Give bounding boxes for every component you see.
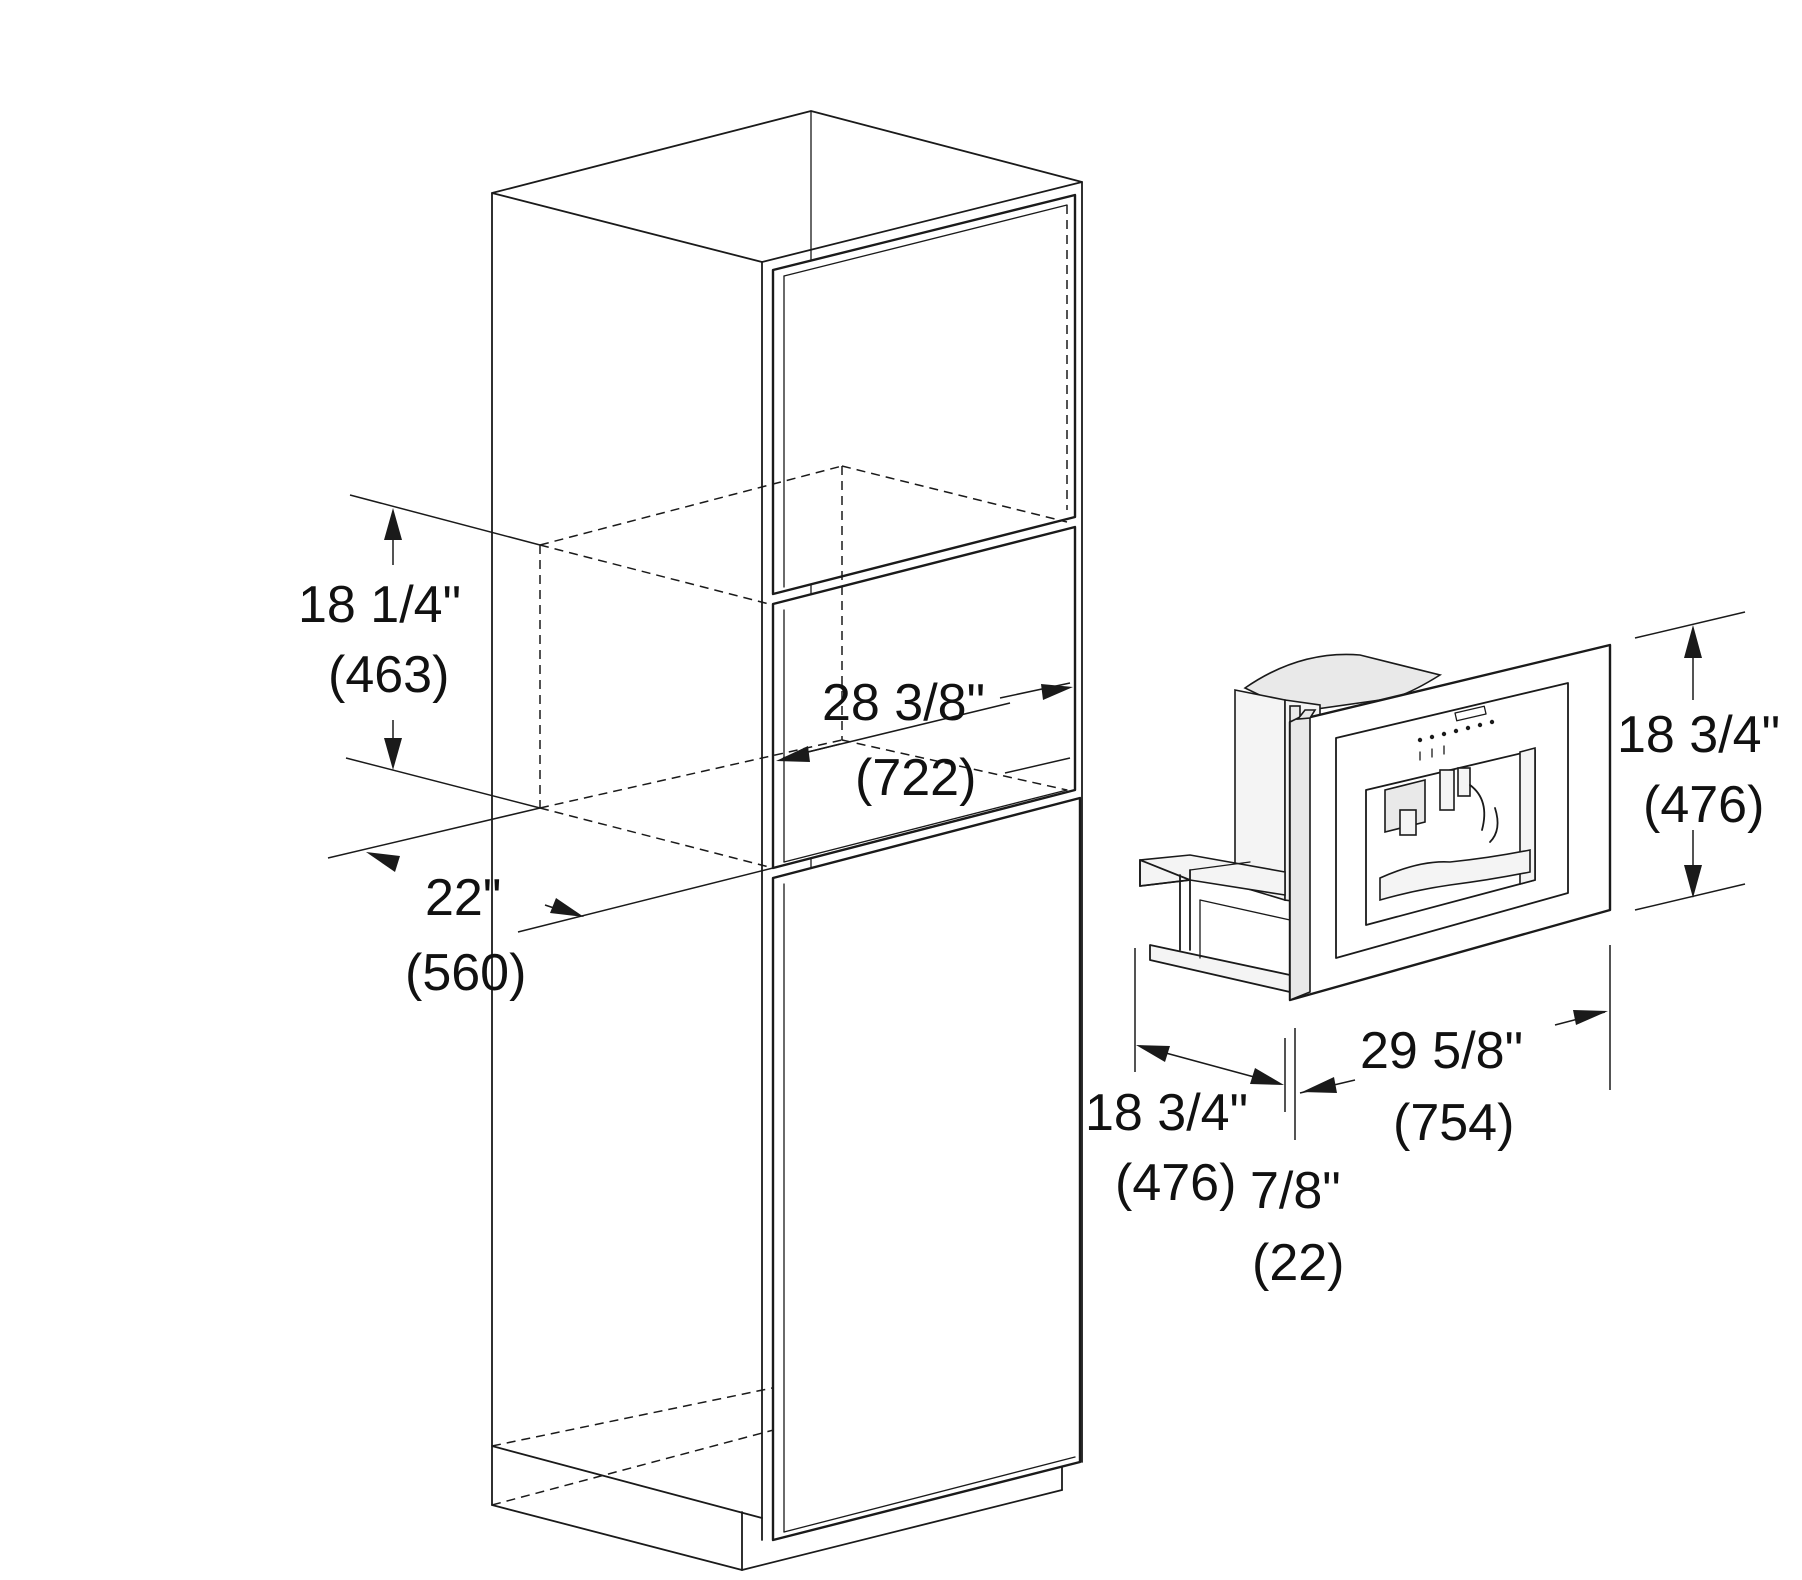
appliance-width-metric: (754) bbox=[1393, 1094, 1514, 1152]
appliance-depth-dimension: 18 3/4" (476) bbox=[1085, 948, 1286, 1212]
appliance-width-dimension: 29 5/8" (754) bbox=[1294, 945, 1611, 1152]
cutout-height-dimension: 18 1/4" (463) bbox=[298, 494, 541, 809]
frame-thickness-metric: (22) bbox=[1252, 1234, 1344, 1292]
tall-cabinet bbox=[491, 110, 1083, 1571]
cutout-width-imperial: 28 3/8" bbox=[822, 674, 985, 732]
appliance-depth-metric: (476) bbox=[1115, 1154, 1236, 1212]
appliance-height-imperial: 18 3/4" bbox=[1617, 706, 1780, 764]
cutout-width-dimension: 28 3/8" (722) bbox=[776, 674, 1073, 807]
cutout-width-metric: (722) bbox=[855, 749, 976, 807]
cutout-depth-imperial: 22" bbox=[425, 869, 501, 927]
appliance-height-dimension: 18 3/4" (476) bbox=[1617, 611, 1780, 911]
cutout-depth-dimension: 22" (560) bbox=[327, 807, 774, 1002]
control-buttons bbox=[1417, 719, 1495, 761]
cutout-height-imperial: 18 1/4" bbox=[298, 576, 461, 634]
appliance-depth-imperial: 18 3/4" bbox=[1085, 1084, 1248, 1142]
coffee-machine bbox=[1139, 643, 1612, 1002]
frame-thickness-dimension: 7/8" (22) bbox=[1250, 1162, 1344, 1292]
appliance-height-metric: (476) bbox=[1643, 776, 1764, 834]
cutout-height-metric: (463) bbox=[328, 646, 449, 704]
appliance-width-imperial: 29 5/8" bbox=[1360, 1022, 1523, 1080]
frame-thickness-imperial: 7/8" bbox=[1250, 1162, 1341, 1220]
cutout-depth-metric: (560) bbox=[405, 944, 526, 1002]
